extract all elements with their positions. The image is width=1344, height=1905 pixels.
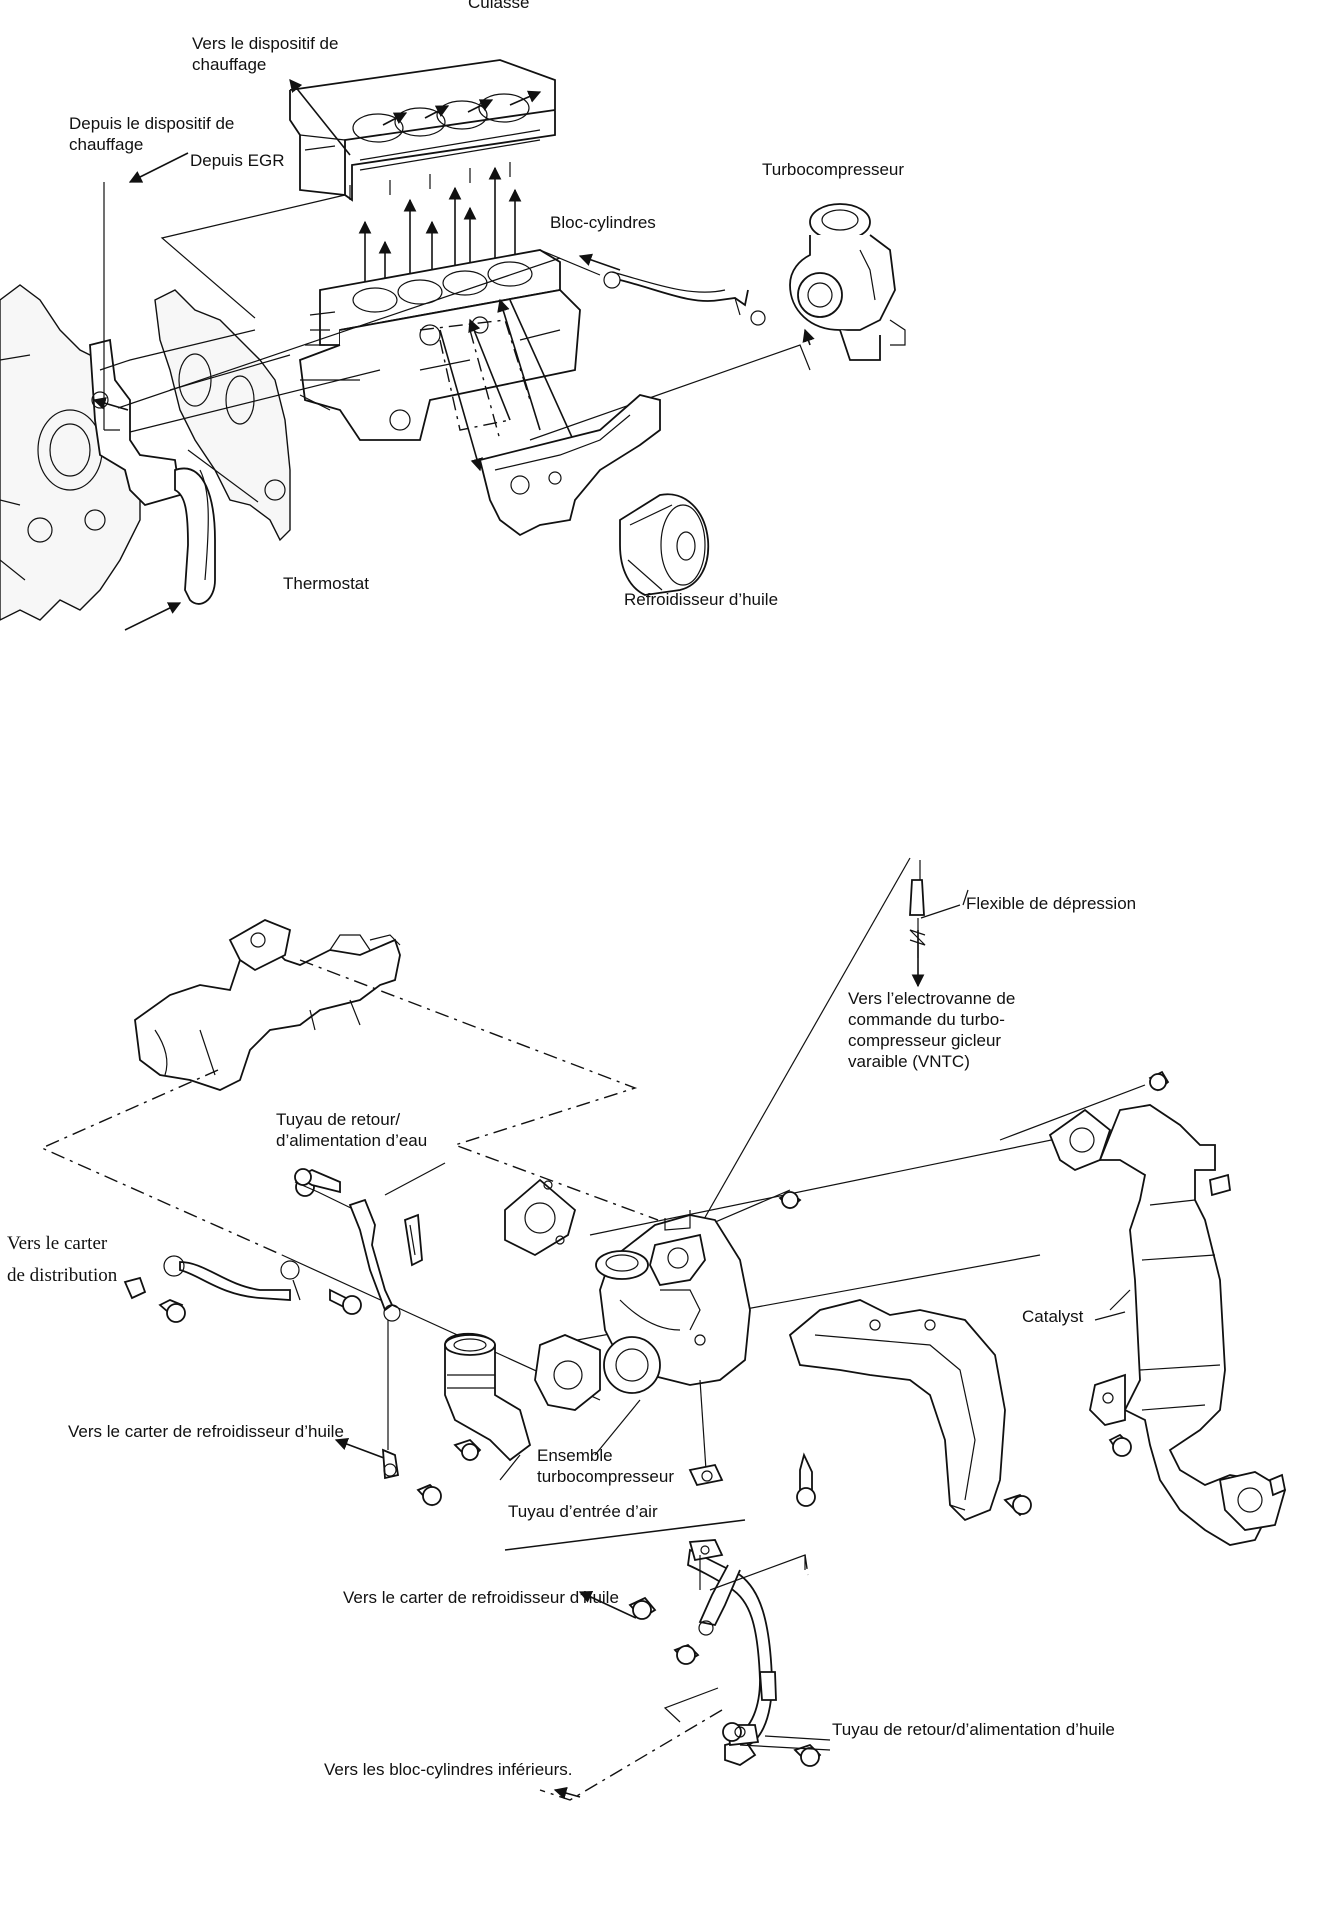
oil-feed-pipe (539, 1379, 831, 1801)
label-vers-carter-refroid-1: Vers le carter de refroidisseur d’huile (68, 1422, 344, 1441)
label-depuis-egr: Depuis EGR (190, 151, 285, 170)
label-vers-carter-distribution: Vers le carter de distribution (7, 1233, 118, 1286)
inlet-gasket (534, 1334, 601, 1411)
head-flow-arrows (289, 79, 542, 156)
catalyst (1048, 1104, 1287, 1546)
label-tuyau-huile: Tuyau de retour/d’alimentation d’huile (832, 1720, 1115, 1739)
water-pipe (163, 1177, 423, 1480)
label-tuyau-eau: Tuyau de retour/ d’alimentation d’eau (276, 1110, 428, 1150)
oil-cooler (478, 394, 710, 596)
turbocharger-assembly (595, 1210, 751, 1394)
turbo-oil-pipe (603, 271, 766, 326)
bottom-routing-lines (40, 857, 1146, 1401)
label-flexible-depression: Flexible de dépression (966, 894, 1137, 913)
label-ensemble-turbo: Ensemble turbocompresseur (537, 1446, 675, 1486)
air-inlet-pipe (444, 1332, 532, 1462)
label-vers-chauffage: Vers le dispositif de chauffage (192, 34, 339, 74)
bolts-nuts (123, 1070, 1170, 1767)
label-tuyau-air: Tuyau d’entrée d’air (508, 1502, 658, 1521)
front-gasket (154, 289, 291, 542)
exhaust-manifold (134, 919, 401, 1091)
label-bloc-cylindres: Bloc-cylindres (550, 213, 656, 232)
cylinder-block (299, 249, 581, 441)
vacuum-hose (909, 879, 925, 916)
label-leaders (384, 889, 1131, 1751)
label-depuis-chauffage: Depuis le dispositif de chauffage (69, 114, 235, 154)
top-connection-lines (92, 152, 815, 631)
turbo-flange-gasket (504, 1178, 577, 1257)
label-catalyst: Catalyst (1022, 1307, 1084, 1326)
label-refroidisseur: Refroidisseur d’huile (624, 590, 779, 609)
cylinder-head (289, 59, 556, 202)
label-vers-carter-refroid-2: Vers le carter de refroidisseur d’huile (343, 1588, 619, 1607)
label-vers-electrovanne: Vers l’electrovanne de commande du turbo… (848, 989, 1016, 1071)
thermostat-housing (89, 338, 216, 605)
label-culasse: Culasse (468, 0, 530, 12)
heat-shield (788, 1299, 1006, 1522)
turbocharger-top (789, 203, 906, 361)
label-turbocompresseur: Turbocompresseur (762, 160, 905, 179)
label-vers-bloc-inferieurs: Vers les bloc-cylindres inférieurs. (324, 1760, 573, 1779)
label-thermostat: Thermostat (283, 574, 369, 593)
